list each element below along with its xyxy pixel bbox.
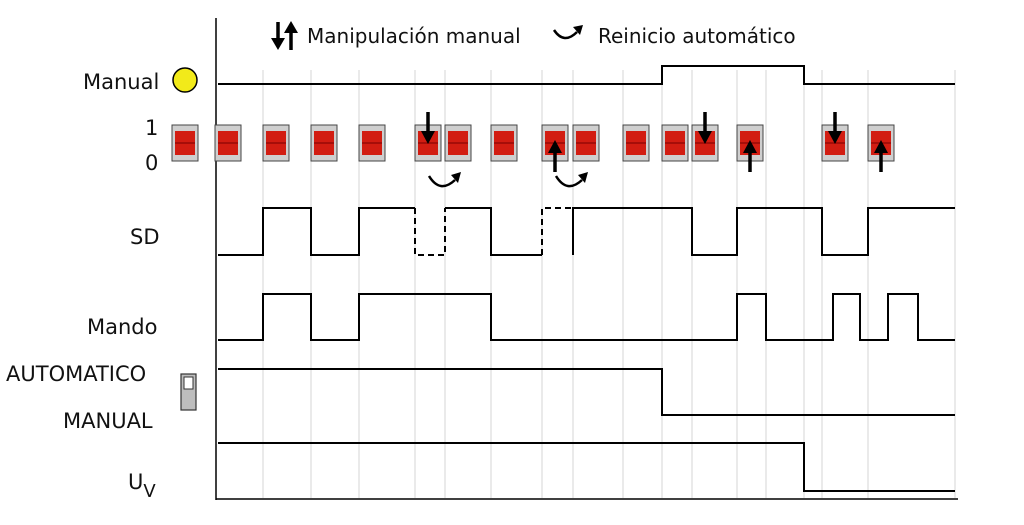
up-down-arrows-icon bbox=[271, 21, 298, 50]
switch-symbol bbox=[214, 124, 242, 162]
switch-symbol bbox=[490, 124, 518, 162]
switch-symbol bbox=[358, 124, 386, 162]
switch-symbol bbox=[622, 124, 650, 162]
indicator-lamp-icon bbox=[172, 67, 198, 93]
label-uv-main: U bbox=[128, 470, 143, 494]
label-mando: Mando bbox=[87, 315, 157, 339]
label-uv-sub: V bbox=[143, 481, 156, 502]
curved-arrow-icon bbox=[552, 25, 583, 40]
legend-auto: Reinicio automático bbox=[552, 24, 796, 48]
label-manual-mode: MANUAL bbox=[63, 409, 153, 433]
switch-symbol bbox=[310, 124, 338, 162]
switch-symbol bbox=[444, 124, 472, 162]
manual-up-arrow-icon bbox=[743, 140, 757, 172]
switch-symbol bbox=[171, 124, 199, 162]
signal-manual bbox=[218, 65, 955, 85]
signal-sd-dashed bbox=[414, 207, 574, 256]
legend-manual: Manipulación manual bbox=[271, 21, 521, 50]
signal-mando bbox=[218, 293, 955, 341]
label-uv: UV bbox=[128, 470, 156, 502]
signal-sd bbox=[218, 207, 955, 256]
label-manual: Manual bbox=[83, 70, 159, 94]
switch-symbol bbox=[262, 124, 290, 162]
auto-reset-arrow-icon bbox=[554, 172, 588, 188]
switch-symbol bbox=[572, 124, 600, 162]
signal-mode bbox=[218, 368, 955, 416]
label-state-0: 0 bbox=[145, 151, 158, 175]
manual-down-arrow-icon bbox=[828, 112, 842, 144]
auto-reset-arrow-icon bbox=[427, 172, 461, 188]
label-sd: SD bbox=[130, 225, 160, 249]
signal-uv bbox=[218, 442, 955, 492]
selector-switch-icon bbox=[180, 373, 197, 411]
manual-down-arrow-icon bbox=[421, 112, 435, 144]
manual-down-arrow-icon bbox=[698, 112, 712, 144]
label-automatico: AUTOMATICO bbox=[6, 362, 146, 386]
manual-up-arrow-icon bbox=[874, 140, 888, 172]
switch-states bbox=[171, 124, 895, 162]
legend-manual-label: Manipulación manual bbox=[307, 24, 521, 48]
switch-symbol bbox=[661, 124, 689, 162]
legend-auto-label: Reinicio automático bbox=[598, 24, 796, 48]
label-state-1: 1 bbox=[145, 116, 158, 140]
manual-up-arrow-icon bbox=[548, 140, 562, 172]
